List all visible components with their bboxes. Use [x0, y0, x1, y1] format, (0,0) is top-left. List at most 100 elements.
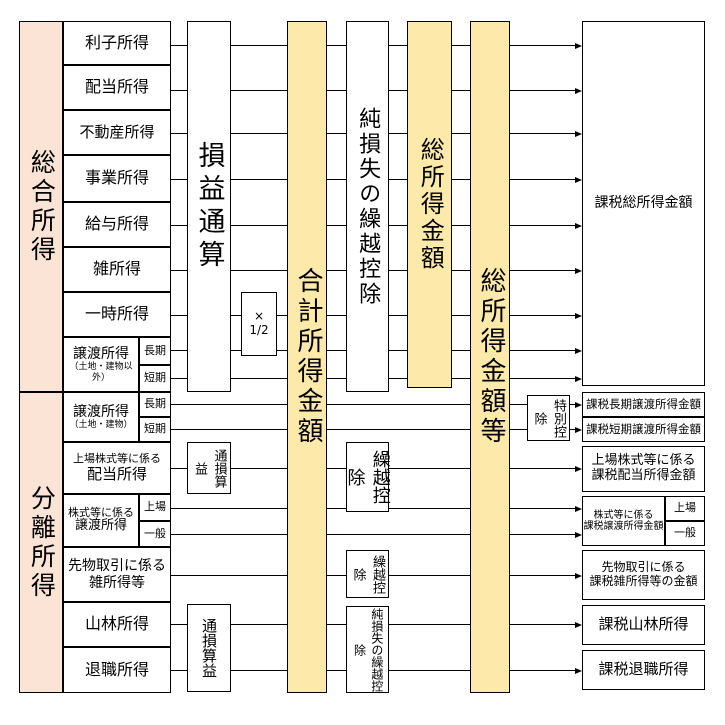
jouto-bunri-long-label: 長期 — [144, 397, 166, 411]
kazei-kabushiki-listed: 上場 — [665, 496, 705, 521]
jouto-sougou-short-label: 短期 — [144, 371, 166, 385]
income-zatsu: 雑所得 — [63, 247, 171, 292]
result-kazei-tanki: 課税短期譲渡所得金額 — [582, 417, 705, 442]
sonneki-tsuusan-label: 損益通算 — [193, 140, 225, 273]
kazei-kabushiki-line1: 株式等に係る — [593, 509, 654, 521]
kazei-kabushiki-listed-label: 上場 — [674, 501, 696, 515]
arrow-head-icon — [575, 176, 582, 183]
jun-small-label: 純損失の繰越控除 — [352, 607, 384, 692]
income-jouto-bunri: 譲渡所得 （土地・建物） — [63, 392, 139, 442]
jouto-sougou-long: 長期 — [139, 337, 171, 365]
income-haitou-label: 配当所得 — [84, 77, 149, 97]
jun-sonshitsu-box: 純損失の繰越控除 — [346, 21, 389, 392]
goukei-shotoku-box: 合計所得金額 — [287, 21, 327, 693]
jouto-sougou-main: 譲渡所得 — [73, 346, 129, 363]
income-ichiji-label: 一時所得 — [84, 304, 149, 324]
result-kazei-sou: 課税総所得金額 — [582, 21, 705, 386]
income-taishoku-label: 退職所得 — [84, 659, 149, 679]
arrow-head-icon — [575, 667, 582, 674]
group-sougou-label: 総合所得 — [27, 148, 57, 265]
arrow-head-icon — [575, 426, 582, 433]
result-kazei-kabushiki: 株式等に係る 課税譲渡所得金額 — [582, 496, 665, 546]
kazei-kabushiki-line2: 課税譲渡所得金額 — [583, 521, 664, 532]
result-kazei-sakimono: 先物取引に係る 課税雑所得等の金額 — [582, 550, 705, 600]
income-kabushiki-jouto: 株式等に係る 譲渡所得 — [63, 494, 139, 547]
arrow-head-icon — [575, 130, 582, 137]
jouto-sougou-note: （土地・建物以外） — [69, 362, 133, 383]
sakimono-line1: 先物取引に係る — [68, 558, 166, 575]
group-bunri-label: 分離所得 — [27, 484, 57, 601]
connector-line — [171, 429, 527, 430]
jouto-bunri-short: 短期 — [139, 417, 171, 442]
group-sougou-shotoku: 総合所得 — [19, 21, 63, 392]
result-kazei-haitou: 上場株式等に係る 課税配当所得金額 — [582, 446, 705, 492]
result-kazei-taishoku: 課税退職所得 — [582, 650, 705, 690]
connector-line — [171, 404, 527, 405]
result-kazei-tanki-label: 課税短期譲渡所得金額 — [586, 421, 701, 436]
result-kazei-sanrin-label: 課税山林所得 — [598, 615, 689, 634]
sonneki-small-2: 通損算益 — [187, 604, 231, 692]
arrow-head-icon — [575, 312, 582, 319]
jun-small: 純損失の繰越控除 — [346, 606, 389, 693]
tokubetsu-label: 特別控除 — [531, 398, 567, 438]
sonneki-small-2-label: 通損算益 — [200, 618, 218, 678]
income-jigyou-label: 事業所得 — [84, 168, 149, 188]
jouto-bunri-main: 譲渡所得 — [73, 403, 129, 420]
arrow-head-icon — [575, 222, 582, 229]
income-jouto-sougou: 譲渡所得 （土地・建物以外） — [63, 337, 139, 392]
kabushiki-jouto-line1: 株式等に係る — [68, 505, 134, 519]
kurikoshi-small-1: 繰越控除 — [345, 442, 391, 512]
kazei-sakimono-line2: 課税雑所得等の金額 — [589, 574, 698, 588]
income-ichiji: 一時所得 — [63, 292, 171, 337]
sonneki-small-1-label: 通損算益 — [192, 448, 227, 488]
result-kazei-choki: 課税長期譲渡所得金額 — [582, 392, 705, 417]
kazei-kabushiki-general-label: 一般 — [674, 526, 696, 540]
half-box: × 1/2 — [241, 292, 277, 356]
arrow-head-icon — [575, 531, 582, 538]
jouto-bunri-note: （土地・建物） — [69, 419, 133, 430]
income-jojo-haitou: 上場株式等に係る 配当所得 — [63, 442, 171, 494]
income-taishoku: 退職所得 — [63, 647, 171, 693]
arrow-head-icon — [575, 347, 582, 354]
sou-shotoku-tou-box: 総所得金額等 — [470, 21, 510, 693]
result-kazei-sanrin: 課税山林所得 — [582, 605, 705, 645]
income-haitou: 配当所得 — [63, 65, 171, 110]
arrow-head-icon — [575, 401, 582, 408]
arrow-head-icon — [575, 267, 582, 274]
arrow-head-icon — [575, 465, 582, 472]
income-jigyou: 事業所得 — [63, 155, 171, 202]
sou-shotoku-tou-label: 総所得金額等 — [475, 267, 506, 447]
kabushiki-general-label: 一般 — [144, 526, 166, 540]
sou-shotoku-box: 総所得金額 — [407, 21, 452, 388]
arrow-head-icon — [575, 505, 582, 512]
kabushiki-jouto-line2: 譲渡所得 — [74, 518, 127, 534]
arrow-head-icon — [575, 375, 582, 382]
kazei-sakimono-line1: 先物取引に係る — [601, 560, 686, 575]
goukei-label: 合計所得金額 — [292, 267, 323, 447]
arrow-head-icon — [575, 87, 582, 94]
kurikoshi-small-2: 繰越控除 — [346, 550, 389, 598]
income-sanrin: 山林所得 — [63, 602, 171, 647]
kabushiki-listed: 上場 — [139, 494, 171, 521]
result-kazei-choki-label: 課税長期譲渡所得金額 — [586, 396, 701, 411]
income-rishi-label: 利子所得 — [84, 32, 149, 52]
sonneki-small-1: 通損算益 — [187, 442, 231, 494]
income-fudousan: 不動産所得 — [63, 110, 171, 155]
income-zatsu-label: 雑所得 — [92, 259, 141, 279]
sonneki-tsuusan-box: 損益通算 — [187, 21, 231, 392]
kurikoshi-small-1-label: 繰越控除 — [344, 450, 391, 504]
jouto-bunri-short-label: 短期 — [144, 422, 166, 436]
jouto-sougou-short: 短期 — [139, 365, 171, 392]
kabushiki-general: 一般 — [139, 521, 171, 547]
kabushiki-listed-label: 上場 — [144, 500, 166, 514]
tokubetsu-box: 特別控除 — [527, 395, 570, 441]
arrow-head-icon — [575, 621, 582, 628]
jojo-haitou-line1: 上場株式等に係る — [73, 452, 161, 466]
kazei-kabushiki-general: 一般 — [665, 521, 705, 546]
kurikoshi-small-2-label: 繰越控除 — [350, 554, 386, 594]
result-kazei-sou-label: 課税総所得金額 — [594, 195, 693, 212]
kazei-haitou-line1: 上場株式等に係る — [591, 453, 696, 469]
income-sakimono: 先物取引に係る 雑所得等 — [63, 547, 171, 602]
sou-shotoku-label: 総所得金額 — [416, 137, 445, 272]
group-bunri-shotoku: 分離所得 — [19, 392, 63, 693]
